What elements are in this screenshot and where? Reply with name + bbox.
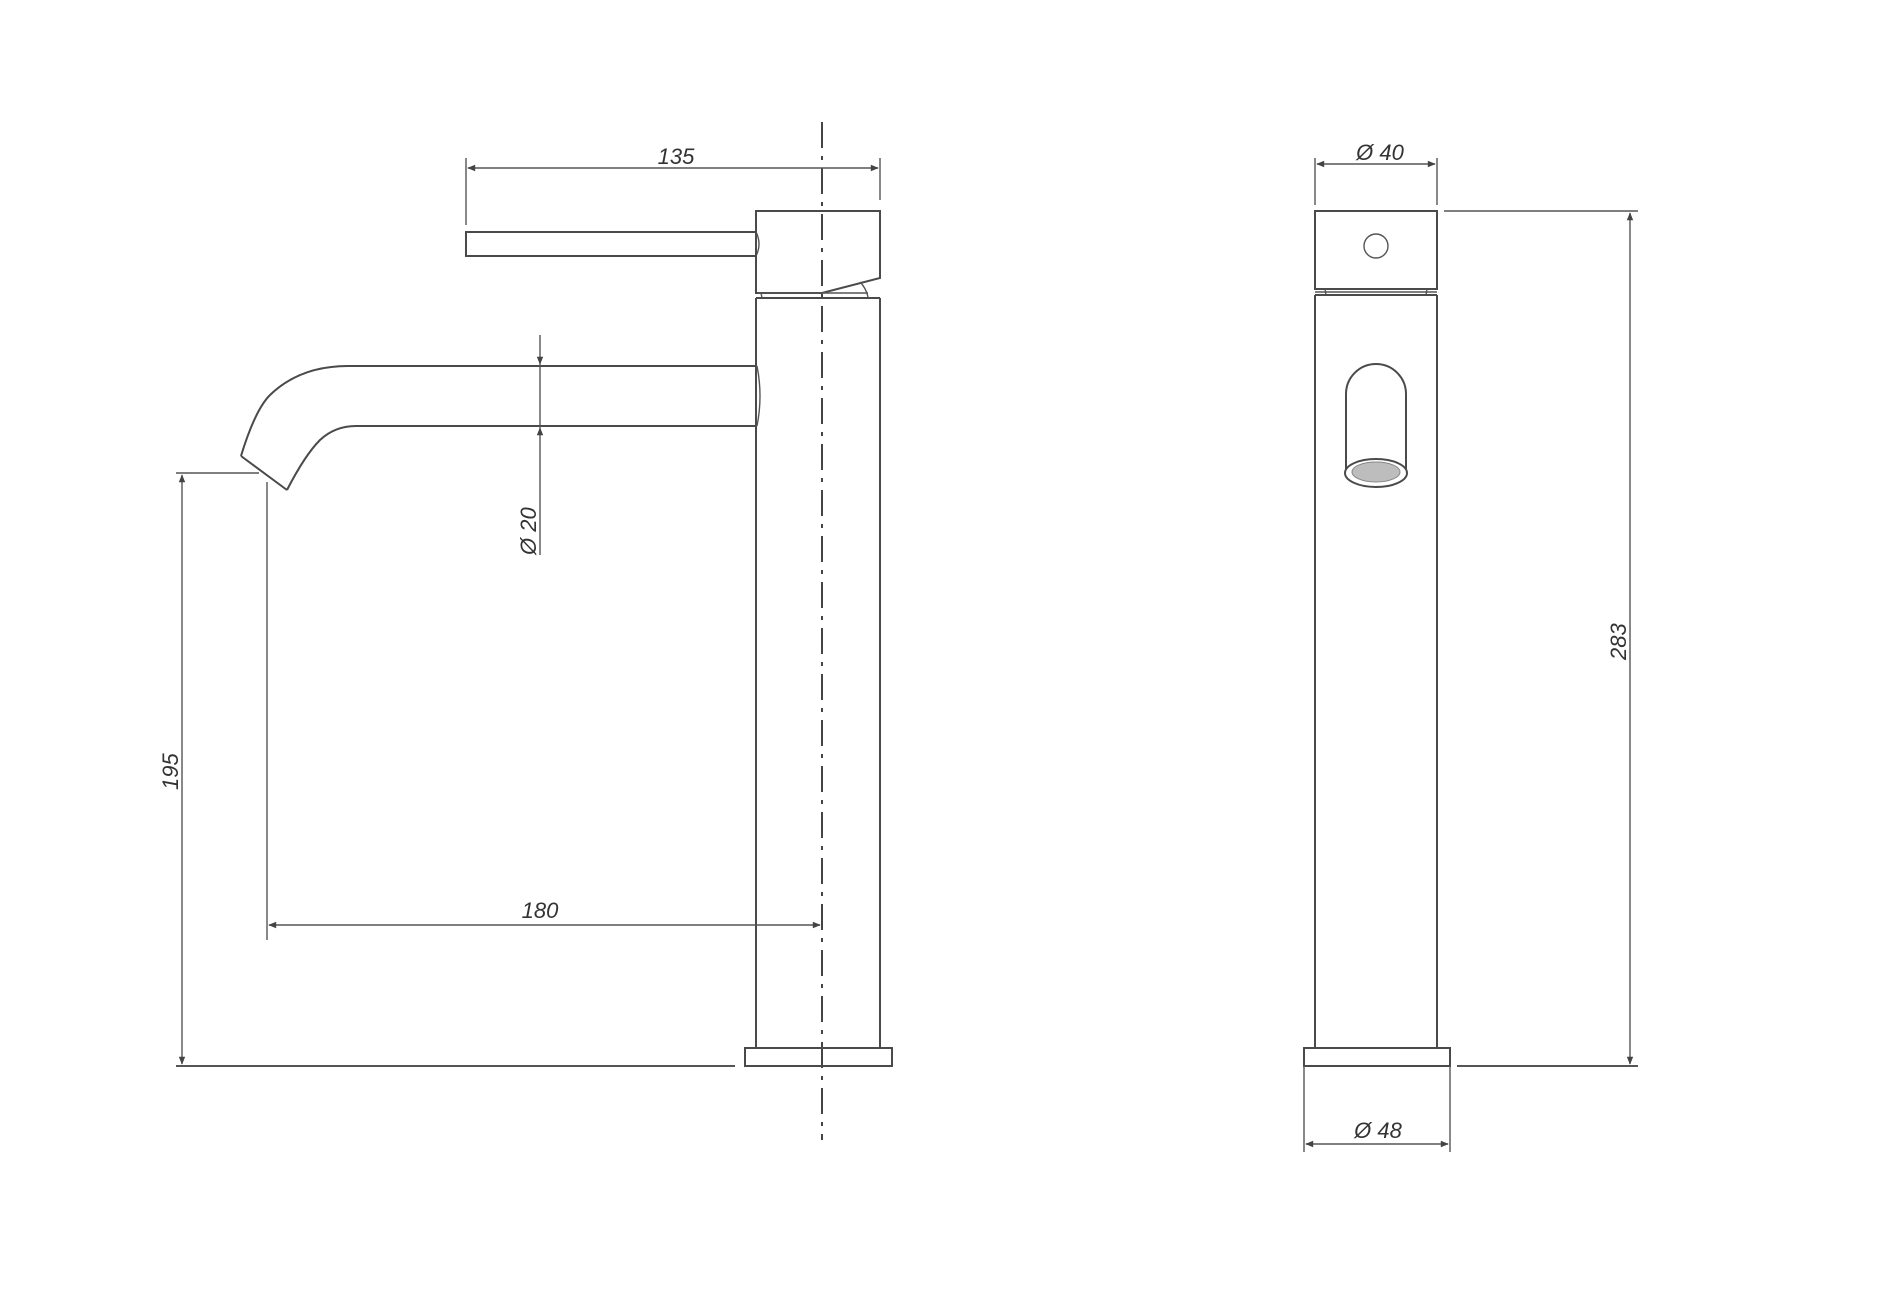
handle-block [755, 210, 881, 299]
dim-label-195: 195 [158, 753, 183, 790]
dim-label-d48: Ø 48 [1353, 1118, 1402, 1143]
dim-spout-height: 195 [158, 472, 735, 1067]
front-view: Ø 40 Ø 48 283 [1303, 140, 1638, 1152]
spout-outlet [1344, 363, 1408, 488]
body-column [755, 297, 881, 1048]
spout [240, 365, 761, 491]
dim-spout-reach: 180 [266, 482, 821, 940]
dim-spout-diameter: Ø 20 [516, 335, 544, 556]
front-body [1314, 294, 1438, 1048]
dim-base-diameter: Ø 48 [1303, 1066, 1451, 1152]
dim-label-d40: Ø 40 [1355, 140, 1404, 165]
dim-handle-length: 135 [465, 144, 881, 225]
base-plate [744, 1047, 893, 1067]
dim-label-135: 135 [658, 144, 695, 169]
handle-lever [465, 231, 760, 257]
dim-label-283: 283 [1606, 623, 1631, 661]
side-view: 135 Ø 20 180 195 [158, 122, 893, 1140]
dim-label-180: 180 [522, 898, 559, 923]
dim-cap-diameter: Ø 40 [1314, 140, 1438, 205]
front-base-plate [1303, 1047, 1451, 1067]
dim-label-d20: Ø 20 [516, 507, 541, 556]
dim-total-height: 283 [1444, 210, 1638, 1067]
handle-cap [1314, 210, 1438, 296]
